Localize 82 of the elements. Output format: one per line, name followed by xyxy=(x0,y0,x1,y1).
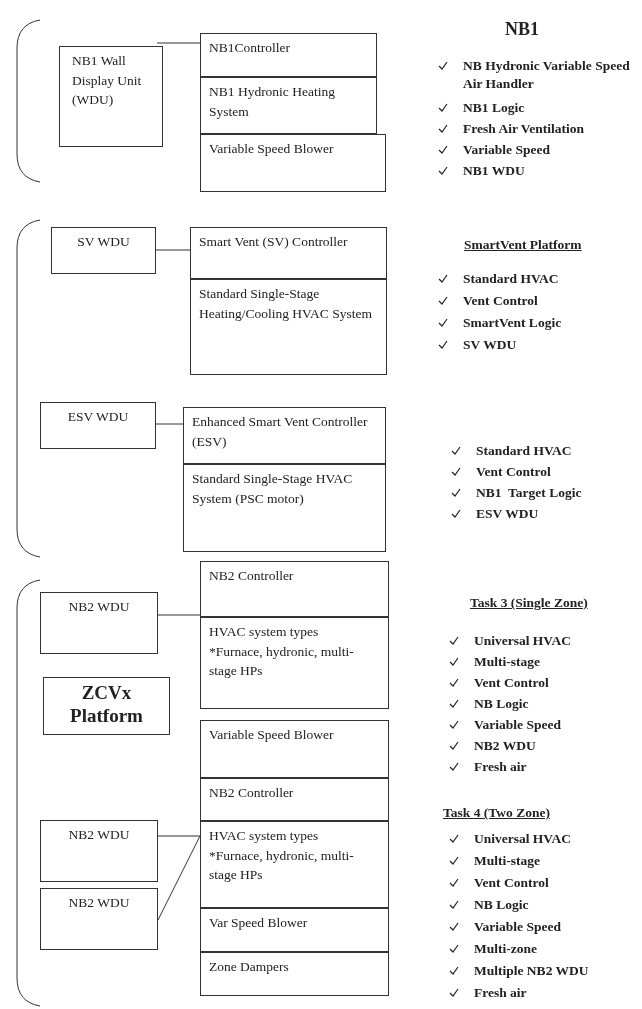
box-text: *Furnace, hydronic, multi-stage HPs xyxy=(209,846,355,885)
box-text: NB1 Hydronic Heating System xyxy=(209,83,336,121)
section-heading: Task 3 (Single Zone) xyxy=(470,594,588,612)
list-item: Standard HVAC xyxy=(463,270,559,288)
list-item: SmartVent Logic xyxy=(463,314,562,332)
process-box xyxy=(200,134,386,192)
process-box xyxy=(190,227,387,279)
process-box xyxy=(200,720,389,778)
box-text: Var Speed Blower xyxy=(209,914,309,932)
list-item: Multiple NB2 WDU xyxy=(474,962,589,980)
process-box xyxy=(183,464,386,552)
box-text: NB2 WDU xyxy=(67,894,131,912)
process-box xyxy=(40,402,156,449)
process-box xyxy=(200,617,389,709)
box-text: ZCVx Platform xyxy=(69,682,144,728)
section-heading: SmartVent Platform xyxy=(464,236,582,254)
section-heading: Task 4 (Two Zone) xyxy=(443,804,550,822)
list-item: Variable Speed xyxy=(463,141,550,159)
process-box xyxy=(200,908,389,952)
process-box xyxy=(40,820,158,882)
process-box xyxy=(183,407,386,464)
box-text: NB2 WDU xyxy=(67,826,131,844)
process-box xyxy=(200,778,389,821)
list-item: Fresh Air Ventilation xyxy=(463,120,585,138)
box-text: HVAC system types xyxy=(209,827,320,845)
list-item: Vent Control xyxy=(476,463,551,481)
list-item: Standard HVAC xyxy=(476,442,572,460)
connector-line xyxy=(155,249,191,251)
list-item: Vent Control xyxy=(463,292,538,310)
process-box xyxy=(43,677,170,735)
box-text: Standard Single-Stage HVAC System (PSC motor) xyxy=(192,470,354,508)
list-item: NB Logic xyxy=(474,896,529,914)
box-text: Variable Speed Blower xyxy=(209,140,335,158)
list-item: Vent Control xyxy=(474,874,549,892)
connector-line xyxy=(157,835,201,837)
list-item: Vent Control xyxy=(474,674,549,692)
connector-line xyxy=(157,835,201,921)
list-item: Universal HVAC xyxy=(474,632,571,650)
box-text: NB1 Wall Display Unit (WDU) xyxy=(72,52,143,110)
section-heading: NB1 xyxy=(505,18,539,41)
list-item: NB1 Target Logic xyxy=(476,484,582,502)
list-item: NB1 WDU xyxy=(463,162,525,180)
list-item: Fresh air xyxy=(474,984,527,1002)
list-item: Multi-stage xyxy=(474,852,540,870)
process-box xyxy=(200,952,389,996)
box-text: ESV WDU xyxy=(66,408,130,426)
box-text: Variable Speed Blower xyxy=(209,726,335,744)
list-item: Variable Speed xyxy=(474,918,561,936)
process-box xyxy=(200,561,389,617)
list-item: NB2 WDU xyxy=(474,737,536,755)
process-box xyxy=(51,227,156,274)
list-item: NB1 Logic xyxy=(463,99,525,117)
box-text: NB1Controller xyxy=(209,39,291,57)
list-item: Universal HVAC xyxy=(474,830,571,848)
box-text: Zone Dampers xyxy=(209,958,290,976)
box-text: NB2 Controller xyxy=(209,567,295,585)
list-item: SV WDU xyxy=(463,336,517,354)
process-box xyxy=(40,592,158,654)
process-box xyxy=(190,279,387,375)
list-item: Fresh air xyxy=(474,758,527,776)
process-box xyxy=(200,77,377,134)
box-text: NB2 Controller xyxy=(209,784,295,802)
connector-line xyxy=(155,423,184,425)
box-text: HVAC system types xyxy=(209,623,320,641)
process-box xyxy=(40,888,158,950)
list-item: Variable Speed xyxy=(474,716,561,734)
box-text: SV WDU xyxy=(76,233,131,251)
box-text: Standard Single-Stage Heating/Cooling HVAC System xyxy=(199,285,373,323)
box-text: NB2 WDU xyxy=(67,598,131,616)
list-item: Multi-stage xyxy=(474,653,540,671)
list-item: NB Hydronic Variable Speed Air Handler xyxy=(463,57,631,93)
list-item: NB Logic xyxy=(474,695,529,713)
list-item: ESV WDU xyxy=(476,505,539,523)
connector-line xyxy=(156,42,201,44)
process-box xyxy=(200,821,389,908)
process-box xyxy=(200,33,377,77)
connector-line xyxy=(157,614,201,616)
box-text: *Furnace, hydronic, multi-stage HPs xyxy=(209,642,355,681)
box-text: Enhanced Smart Vent Controller (ESV) xyxy=(192,413,369,451)
list-item: Multi-zone xyxy=(474,940,537,958)
box-text: Smart Vent (SV) Controller xyxy=(199,233,349,251)
process-box xyxy=(59,46,163,147)
